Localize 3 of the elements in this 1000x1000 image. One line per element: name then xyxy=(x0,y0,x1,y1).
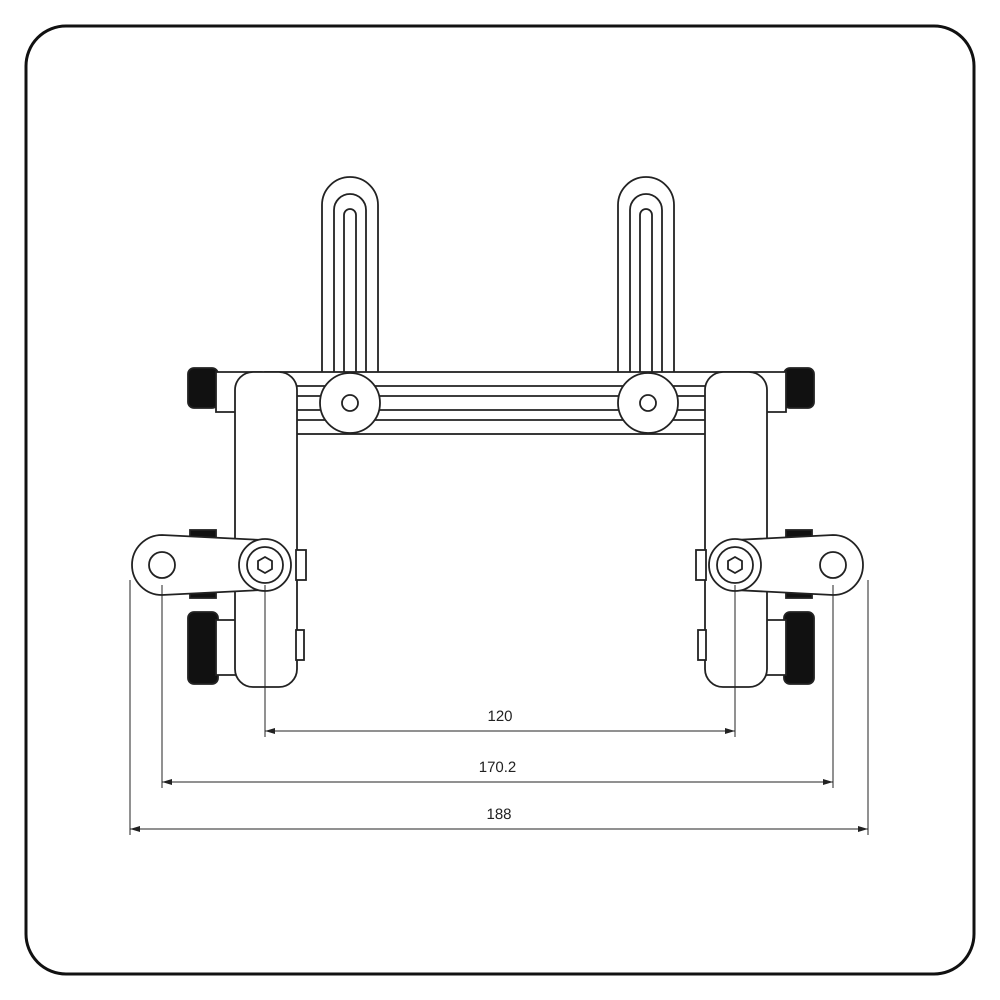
dimension-label: 170.2 xyxy=(478,760,516,776)
dimension-label: 188 xyxy=(486,807,512,823)
dimension-label: 120 xyxy=(487,709,513,725)
